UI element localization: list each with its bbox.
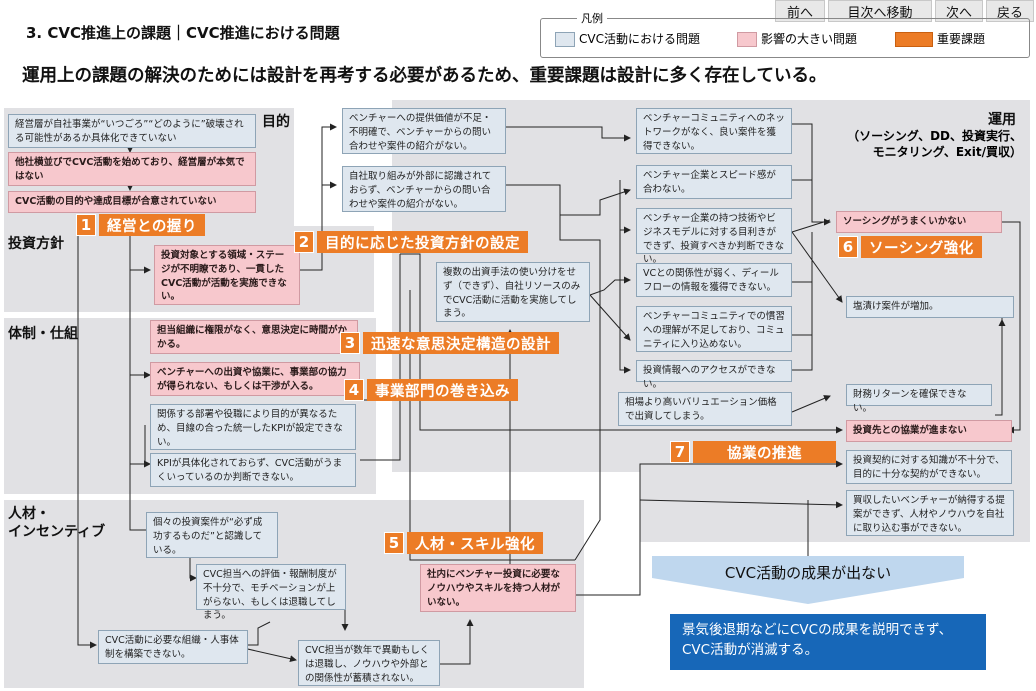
key-issue-6: 6 ソーシング強化 bbox=[838, 236, 982, 258]
back-button[interactable]: 戻る bbox=[986, 0, 1034, 22]
key-issue-7-label: 協業の推進 bbox=[693, 441, 836, 463]
issue-expect-success: 個々の投資案件が“必ず成功するものだ”と認識している。 bbox=[146, 512, 278, 558]
legend-label-issue: CVC活動における問題 bbox=[579, 32, 700, 46]
issue-no-financial-return: 財務リターンを確保できない。 bbox=[846, 384, 992, 414]
issue-collab-stalled: 投資先との協業が進まない bbox=[846, 420, 1012, 442]
outcome-banner: CVC活動の成果が出ない bbox=[724, 564, 892, 582]
issue-contract-knowledge: 投資契約に対する知識が不十分で、目的に十分な契約ができない。 bbox=[846, 450, 1012, 484]
section-label-taisei: 体制・仕組 bbox=[8, 326, 78, 342]
key-issue-2-label: 目的に応じた投資方針の設定 bbox=[317, 231, 528, 253]
key-issue-6-label: ソーシング強化 bbox=[861, 236, 982, 258]
page-subtitle: 運用上の課題の解決のためには設計を再考する必要があるため、重要課題は設計に多く存… bbox=[22, 66, 827, 86]
issue-speed-mismatch: ベンチャー企業とスピード感が合わない。 bbox=[636, 165, 792, 199]
section-label-mokuteki: 目的 bbox=[262, 114, 290, 130]
section-label-unyou: 運用 bbox=[988, 112, 1016, 128]
legend-title: 凡例 bbox=[577, 10, 607, 26]
key-issue-4: 4 事業部門の巻き込み bbox=[344, 379, 518, 401]
key-issue-3-number: 3 bbox=[340, 332, 360, 354]
legend-label-key: 重要課題 bbox=[937, 32, 986, 46]
legend-swatch-issue bbox=[555, 32, 575, 47]
section-label-jinzai: 人材・ インセンティブ bbox=[8, 506, 106, 540]
issue-investment-scope-unclear: 投資対象とする領域・ステージが不明瞭であり、一貫したCVC活動が活動を実施できな… bbox=[154, 245, 300, 305]
issue-single-method: 複数の出資手法の使い分けをせず（できず）、自社リソースのみでCVC活動に活動を実… bbox=[436, 262, 590, 322]
issue-staff-rotation: CVC担当が数年で異動もしくは退職し、ノウハウや外部との関係性が蓄積されない。 bbox=[298, 640, 440, 686]
issue-acquisition-proposal: 買収したいベンチャーが納得する提案ができず、人材やノウハウを自社に取り込む事がで… bbox=[846, 490, 1014, 536]
outcome-chevron bbox=[652, 556, 964, 604]
key-issue-6-number: 6 bbox=[838, 236, 858, 258]
issue-sourcing-failing: ソーシングがうまくいかない bbox=[836, 211, 1002, 233]
key-issue-1-label: 経営との握り bbox=[99, 214, 205, 236]
next-button[interactable]: 次へ bbox=[935, 0, 983, 22]
legend-swatch-key bbox=[895, 32, 933, 47]
key-issue-4-number: 4 bbox=[344, 379, 364, 401]
legend-swatch-major bbox=[737, 32, 757, 47]
issue-community-culture: ベンチャーコミュニティでの慣習への理解が不足しており、コミュニティに入り込めない… bbox=[636, 306, 792, 352]
issue-not-recognized: 自社取り組みが外部に認識されておらず、ベンチャーからの問い合わせや案件の紹介がな… bbox=[342, 166, 506, 212]
issue-value-unclear: ベンチャーへの提供価値が不足・不明確で、ベンチャーからの問い合わせや案件の紹介が… bbox=[342, 108, 506, 154]
issue-mgmt-not-specific: 経営層が自社事業が“いつごろ”“どのように”破壊される可能性があるか具体化できて… bbox=[8, 114, 256, 148]
key-issue-5-number: 5 bbox=[384, 532, 404, 554]
issue-org-hr-not-built: CVC活動に必要な組織・人事体制を構築できない。 bbox=[98, 630, 248, 664]
issue-no-authority: 担当組織に権限がなく、意思決定に時間がかかる。 bbox=[150, 320, 358, 354]
issue-cannot-evaluate: ベンチャー企業の持つ技術やビジネスモデルに対する目利きができず、投資すべきか判断… bbox=[636, 208, 792, 265]
toc-button[interactable]: 目次へ移動 bbox=[828, 0, 932, 22]
key-issue-7-number: 7 bbox=[670, 441, 690, 463]
key-issue-1-number: 1 bbox=[76, 214, 96, 236]
issue-kpi-not-specific: KPIが具体化されておらず、CVC活動がうまくいっているのか判断できない。 bbox=[150, 453, 356, 487]
key-issue-2-number: 2 bbox=[294, 231, 314, 253]
page-title: 3. CVC推進上の課題｜CVC推進における問題 bbox=[26, 24, 340, 42]
issue-mgmt-not-serious: 他社横並びでCVC活動を始めており、経営層が本気ではない bbox=[8, 152, 256, 186]
issue-high-valuation: 相場より高いバリュエーション価格で出資してしまう。 bbox=[618, 392, 792, 426]
issue-bu-no-cooperation: ベンチャーへの出資や協業に、事業部の協力が得られない、もしくは干渉が入る。 bbox=[150, 362, 360, 396]
prev-button[interactable]: 前へ bbox=[775, 0, 825, 22]
issue-no-skilled-talent: 社内にベンチャー投資に必要なノウハウやスキルを持つ人材がいない。 bbox=[420, 564, 576, 612]
key-issue-4-label: 事業部門の巻き込み bbox=[367, 379, 518, 401]
key-issue-1: 1 経営との握り bbox=[76, 214, 205, 236]
key-issue-3: 3 迅速な意思決定構造の設計 bbox=[340, 332, 559, 354]
issue-weak-vc-relations: VCとの関係性が弱く、ディールフローの情報を獲得できない。 bbox=[636, 263, 792, 297]
issue-goal-not-agreed: CVC活動の目的や達成目標が合意されていない bbox=[8, 191, 256, 213]
issue-kpi-not-unified: 関係する部署や役職により目的が異なるため、目線の合った統一したKPIが設定できな… bbox=[150, 404, 356, 450]
issue-incentive-insufficient: CVC担当への評価・報酬制度が不十分で、モチベーションが上がらない、もしくは退職… bbox=[196, 564, 346, 621]
issue-stale-deals: 塩漬け案件が増加。 bbox=[846, 296, 1014, 318]
section-sublabel-unyou: （ソーシング、DD、投資実行、 モニタリング、Exit/買収） bbox=[847, 129, 1022, 160]
legend-label-major: 影響の大きい問題 bbox=[761, 32, 858, 46]
key-issue-5: 5 人材・スキル強化 bbox=[384, 532, 543, 554]
issue-no-deal-access: 投資情報へのアクセスができない。 bbox=[636, 360, 792, 390]
section-label-toushi: 投資方針 bbox=[8, 236, 64, 252]
issue-no-network: ベンチャーコミュニティへのネットワークがなく、良い案件を獲得できない。 bbox=[636, 108, 792, 154]
key-issue-2: 2 目的に応じた投資方針の設定 bbox=[294, 231, 528, 253]
key-issue-5-label: 人材・スキル強化 bbox=[407, 532, 543, 554]
key-issue-3-label: 迅速な意思決定構造の設計 bbox=[363, 332, 559, 354]
legend: 凡例 CVC活動における問題 影響の大きい問題 重要課題 bbox=[540, 10, 1030, 58]
key-issue-7: 7 協業の推進 bbox=[670, 441, 836, 463]
outcome-result: 景気後退期などにCVCの成果を説明できず、CVC活動が消滅する。 bbox=[670, 614, 986, 670]
